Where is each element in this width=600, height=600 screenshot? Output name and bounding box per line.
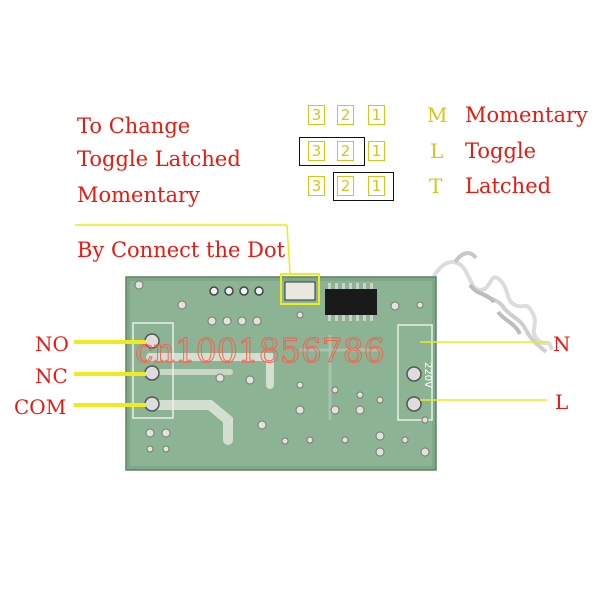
jumper-pin-3: 3	[308, 105, 325, 125]
jumper-pin-1: 1	[368, 176, 385, 196]
terminal-label-nc: NC	[35, 364, 68, 388]
mode-label-toggle: Toggle	[465, 139, 537, 163]
pcb	[125, 276, 437, 471]
terminal-label-com: COM	[14, 395, 67, 419]
terminal-label-no: NO	[35, 332, 69, 356]
instruction-line-1: To Change	[77, 114, 191, 138]
jumper-pin-2: 2	[337, 176, 354, 196]
jumper-bridge-2-1	[333, 172, 394, 201]
mode-letter-m: M	[427, 103, 448, 127]
mode-label-momentary: Momentary	[465, 103, 588, 127]
jumper-row-momentary: 3 2 1	[308, 105, 398, 127]
ic-chip	[325, 289, 377, 315]
jumper-pin-2: 2	[337, 141, 354, 161]
terminal-pointers-right	[420, 341, 547, 401]
jumper-pin-3: 3	[308, 176, 325, 196]
voltage-silkscreen: 220V	[422, 362, 433, 388]
instruction-line-4: By Connect the Dot	[77, 238, 286, 262]
jumper-bridge-3-2	[299, 137, 365, 166]
jumper-pin-3: 3	[308, 141, 325, 161]
instruction-line-3: Momentary	[77, 183, 200, 207]
terminal-pointers-left	[74, 340, 146, 407]
mode-label-latched: Latched	[465, 174, 552, 198]
jumper-pin-1: 1	[368, 141, 385, 161]
jumper-pin-1: 1	[368, 105, 385, 125]
instruction-line-2: Toggle Latched	[77, 147, 241, 171]
watermark-text: cn1001856786	[135, 331, 385, 370]
mode-letter-t: T	[429, 174, 443, 198]
terminal-label-l: L	[555, 390, 569, 414]
jumper-row-toggle: 3 2 1	[299, 137, 398, 166]
jumper-highlight-box	[280, 273, 320, 305]
mode-letter-l: L	[430, 139, 444, 163]
jumper-pin-2: 2	[337, 105, 354, 125]
antenna-coil	[423, 251, 554, 354]
terminal-label-n: N	[553, 332, 571, 356]
jumper-row-latched: 3 2 1	[308, 172, 398, 201]
